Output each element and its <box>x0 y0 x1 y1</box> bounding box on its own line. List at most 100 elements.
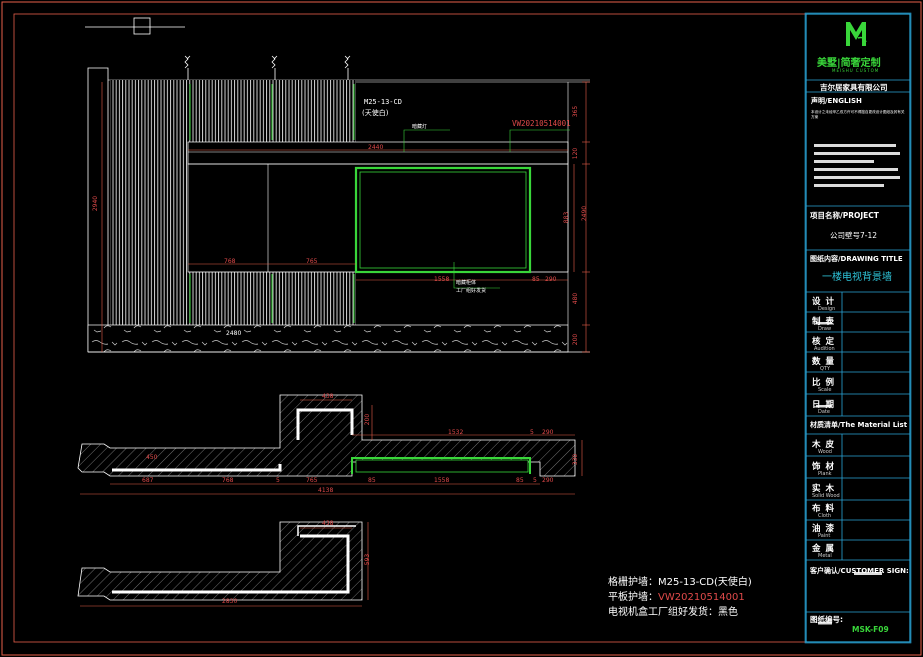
declaration-label: 声明/ENGLISH <box>811 97 862 105</box>
mat-cloth-label: 布 料 <box>812 504 835 514</box>
mat-paint-sub: Paint <box>818 533 831 539</box>
mat-plank-sub: Plank <box>818 471 832 477</box>
note-tv-box-label: 电视机盒工厂组好发货： <box>608 607 718 618</box>
hidden-lamp-tag: 暗藏灯 <box>412 124 428 130</box>
grid-color-tag: (天使白) <box>362 109 389 117</box>
brand-logo <box>846 22 867 46</box>
plan1-dim-right-b: 290 <box>542 429 554 436</box>
stone-baseboard <box>87 324 569 353</box>
mat-metal-label: 金 属 <box>812 544 835 554</box>
row-audit-label: 核 定 <box>812 337 835 347</box>
plan1-dim-b7: 5 <box>533 477 537 484</box>
floor-plan-section-2 <box>77 521 369 607</box>
material-list-label: 材质清单/The Material List <box>810 421 908 429</box>
row-qty-label: 数 量 <box>812 357 835 367</box>
row-date-label: 日 期 <box>812 400 835 410</box>
title-block <box>805 13 911 643</box>
note-flat-wall-value: VW20210514001 <box>658 592 745 603</box>
row-qty-sub: QTY <box>820 366 831 372</box>
tv-wall-elevation <box>87 55 590 353</box>
plan1-dim-b8: 290 <box>542 477 554 484</box>
section-marker <box>85 17 185 35</box>
note-tv-box: 电视机盒工厂组好发货：黑色 <box>608 603 738 618</box>
hidden-cabinet-tag: 暗藏柜体 <box>456 280 477 286</box>
dim-tv-right-b: 290 <box>545 276 557 283</box>
plan1-dim-b6: 85 <box>516 477 524 484</box>
plan2-dim-top: 438 <box>322 520 334 527</box>
plan1-dim-b5: 1558 <box>434 477 450 484</box>
plan1-dim-b2: 5 <box>276 477 280 484</box>
drawing-title-value: 一楼电视背景墙 <box>822 272 892 283</box>
dim-tv-right-a: 85 <box>532 276 540 283</box>
dim-opening-mid: 765 <box>306 258 318 265</box>
panel-material-tag: VW20210514001 <box>512 119 571 128</box>
plan1-dim-b3: 765 <box>306 477 318 484</box>
drawing-no-value: MSK-F09 <box>852 625 889 634</box>
note-grid-wall-value: M25-13-CD(天使白) <box>658 577 752 588</box>
dim-right-5: 480 <box>572 292 580 305</box>
client-sign-label: 客户确认/CUSTOMER SIGN: <box>810 567 909 575</box>
row-draw-label: 制 表 <box>812 317 835 327</box>
grid-wall-left <box>110 80 188 325</box>
note-flat-wall-label: 平板护墙： <box>608 592 658 603</box>
row-audit-sub: Audition <box>814 346 835 352</box>
mat-solid-label: 实 木 <box>812 484 835 494</box>
plan1-dim-width-main: 1532 <box>448 429 464 436</box>
note-flat-wall: 平板护墙：VW20210514001 <box>608 588 745 603</box>
mat-paint-label: 油 漆 <box>812 524 835 534</box>
logo-subtext: MEISHU CUSTOM <box>832 68 880 73</box>
declaration-text-blocks <box>814 144 900 187</box>
declaration-text: 本设计之未经甲乙双方许可不得擅自更改设计图纸及其有关方案 <box>811 110 905 119</box>
dim-right-1: 365 <box>572 105 580 118</box>
note-grid-wall-label: 格栅护墙： <box>608 577 658 588</box>
grid-material-tag: M25-13-CD <box>364 98 402 106</box>
plan1-dim-left-corner: 450 <box>146 454 158 461</box>
note-grid-wall: 格栅护墙：M25-13-CD(天使白) <box>608 573 752 588</box>
drawing-no-label: 图纸编号: <box>810 615 843 624</box>
logo-text: 美墅|简奢定制 <box>817 58 881 69</box>
flat-panel-wall <box>187 163 569 273</box>
plan1-dim-right-top: 200 <box>364 413 372 426</box>
row-date-sub: Date <box>818 409 830 415</box>
dim-opening-left: 768 <box>224 258 236 265</box>
plan2-dim-right: 593 <box>364 553 372 566</box>
mat-wood-sub: Wood <box>818 449 832 455</box>
row-scale-label: 比 例 <box>812 378 835 388</box>
dim-base-label: 2480 <box>226 330 242 337</box>
mat-metal-sub: Metal <box>818 553 832 559</box>
row-design-sub: Design <box>818 306 836 312</box>
note-tv-box-value: 黑色 <box>718 607 738 618</box>
project-label: 项目名称/PROJECT <box>810 211 879 220</box>
tv-cabinet-box <box>354 166 532 274</box>
row-design-label: 设 计 <box>812 297 835 307</box>
light-fixture-icons <box>184 55 351 80</box>
plan1-dim-total: 4138 <box>318 487 334 494</box>
dim-right-2: 120 <box>572 147 580 160</box>
mat-plank-label: 饰 材 <box>812 462 835 472</box>
dim-right-4: 2490 <box>581 205 589 222</box>
dim-top-width: 2440 <box>368 144 384 151</box>
plan1-dim-right-c: 330 <box>572 453 580 466</box>
dim-left-height: 2940 <box>92 195 100 212</box>
row-scale-sub: Scale <box>818 387 832 393</box>
project-value: 公司壁号7-12 <box>830 231 878 240</box>
row-draw-sub: Draw <box>818 326 832 332</box>
plan1-dim-top-small: 438 <box>322 393 334 400</box>
factory-note-tag: 工厂组好发货 <box>456 288 487 294</box>
mat-wood-label: 木 皮 <box>812 440 835 450</box>
dim-right-6: 200 <box>572 333 580 346</box>
plan1-dim-b4: 85 <box>368 477 376 484</box>
plan1-dim-b0: 687 <box>142 477 154 484</box>
mat-solid-sub: Solid Wood <box>812 493 840 499</box>
plan1-dim-right-a: 5 <box>530 429 534 436</box>
plan2-dim-total: 2830 <box>222 598 238 605</box>
drawing-title-label: 图纸内容/DRAWING TITLE <box>810 255 903 263</box>
company-name: 吉尔居家具有限公司 <box>820 83 888 92</box>
dim-tv-width: 1558 <box>434 276 450 283</box>
mat-cloth-sub: Cloth <box>818 513 832 519</box>
plan1-dim-b1: 768 <box>222 477 234 484</box>
dim-right-3: 883 <box>563 211 571 224</box>
floor-plan-section-1 <box>77 394 583 495</box>
